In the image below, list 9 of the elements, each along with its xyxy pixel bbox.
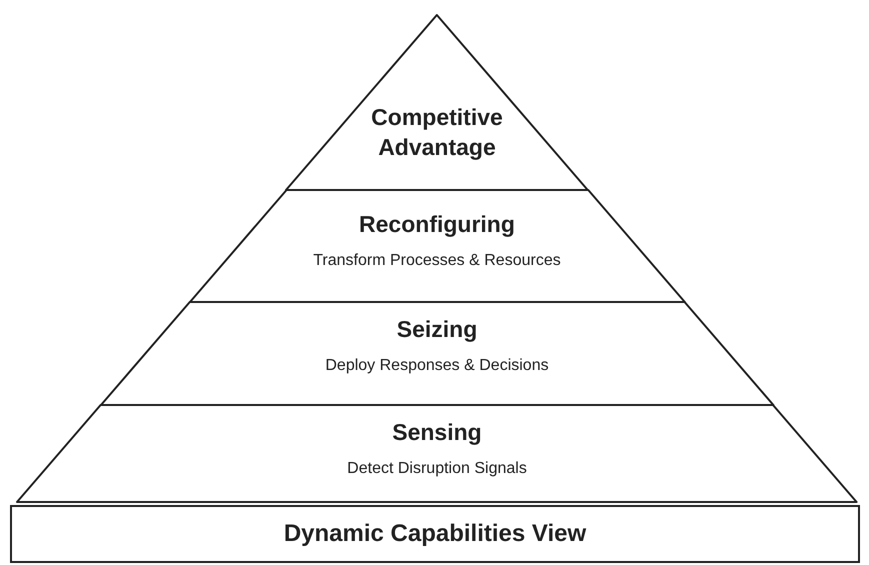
tier-description: Transform Processes & Resources [313, 252, 561, 270]
tier-description: Deploy Responses & Decisions [325, 356, 549, 375]
tier-title: Sensing [392, 418, 482, 447]
tier-title: Reconfiguring [359, 210, 515, 239]
tier-title: Seizing [396, 315, 478, 344]
tier-description: Detect Disruption Signals [347, 460, 527, 478]
tier-title: Competitive Advantage [370, 103, 504, 162]
base-title: Dynamic Capabilities View [284, 519, 586, 550]
base-bar [10, 505, 860, 563]
